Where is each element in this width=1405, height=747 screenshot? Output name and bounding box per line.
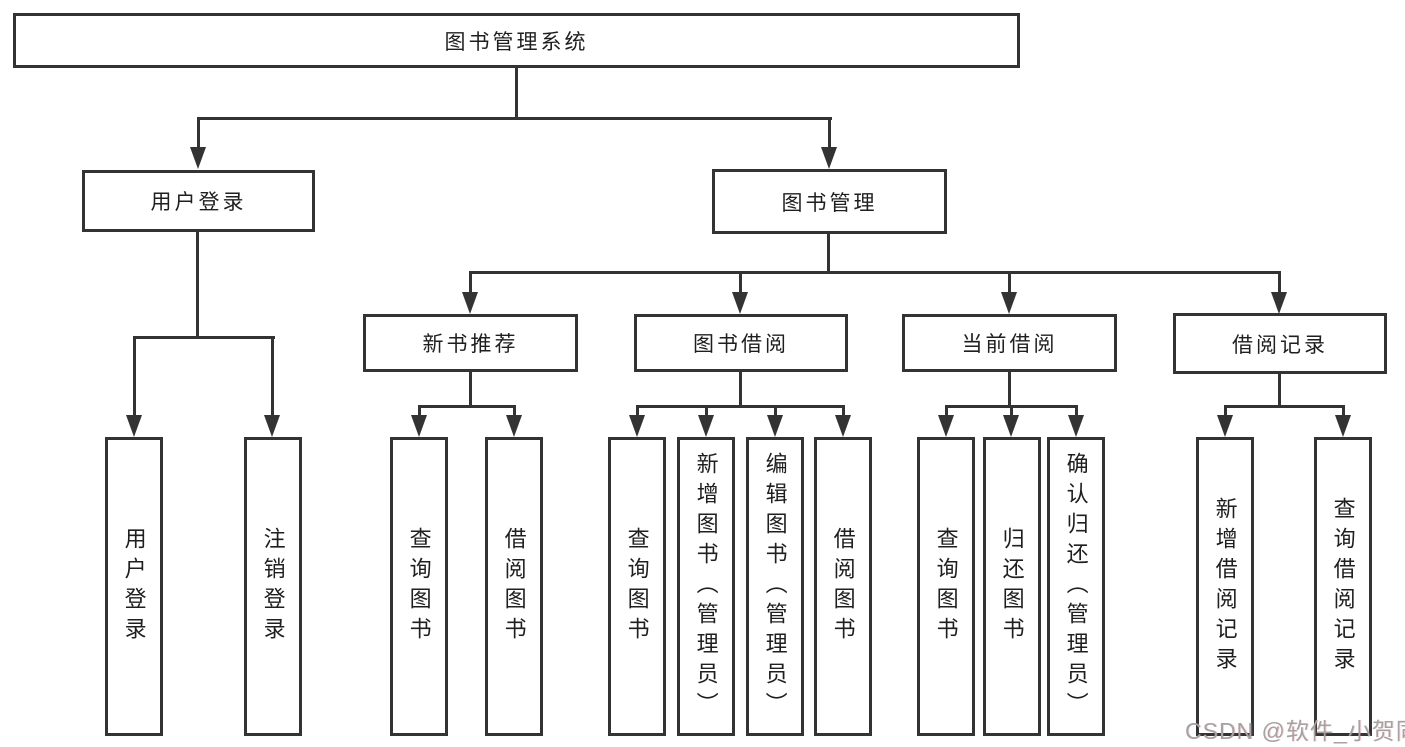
connector-book-borrow-rail xyxy=(636,405,845,408)
leaf-current-confirm-admin-label: 确认归还（管理员） xyxy=(1063,451,1089,722)
connector-drop-br2 xyxy=(1342,405,1345,416)
connector-new-book-stem xyxy=(469,372,472,408)
connector-drop-book-borrow xyxy=(739,271,742,294)
leaf-record-query-label: 查询借阅记录 xyxy=(1330,496,1356,677)
node-book-borrow-label: 图书借阅 xyxy=(693,333,789,356)
connector-drop-nb2 xyxy=(513,405,516,416)
arrow-cb1 xyxy=(938,415,954,437)
leaf-record-add-label: 新增借阅记录 xyxy=(1212,496,1238,677)
leaf-current-return-label: 归还图书 xyxy=(999,526,1025,647)
node-current-borrow-label: 当前借阅 xyxy=(961,333,1058,356)
leaf-borrow-book: 借阅图书 xyxy=(814,437,872,736)
node-root-label: 图书管理系统 xyxy=(444,30,589,54)
node-new-book: 新书推荐 xyxy=(363,314,578,372)
connector-root-rail xyxy=(197,117,832,120)
leaf-newbook-query-label: 查询图书 xyxy=(406,526,432,647)
node-current-borrow: 当前借阅 xyxy=(902,314,1117,372)
arrow-book-mgmt xyxy=(821,147,837,169)
connector-drop-bb1 xyxy=(636,405,639,416)
connector-drop-new-book xyxy=(469,271,472,294)
connector-drop-book-mgmt xyxy=(828,117,831,150)
arrow-new-book xyxy=(462,292,478,314)
leaf-borrow-edit-admin-label: 编辑图书（管理员） xyxy=(762,451,788,722)
connector-book-mgmt-stem xyxy=(827,234,830,274)
leaf-logout: 注销登录 xyxy=(244,437,302,736)
connector-user-login-rail xyxy=(133,336,275,339)
connector-drop-leaf-login xyxy=(133,336,136,416)
arrow-user-login xyxy=(190,147,206,169)
arrow-book-borrow xyxy=(732,292,748,314)
arrow-bb3 xyxy=(767,415,783,437)
arrow-br1 xyxy=(1217,415,1233,437)
connector-drop-current-borrow xyxy=(1008,271,1011,294)
arrow-cb2 xyxy=(1003,415,1019,437)
node-new-book-label: 新书推荐 xyxy=(422,333,519,356)
leaf-borrow-book-label: 借阅图书 xyxy=(830,526,856,647)
arrow-bb2 xyxy=(698,415,714,437)
arrow-bb1 xyxy=(629,415,645,437)
node-borrow-records: 借阅记录 xyxy=(1173,313,1387,374)
connector-drop-user-login xyxy=(197,117,200,150)
node-book-mgmt: 图书管理 xyxy=(712,169,947,234)
connector-drop-leaf-logout xyxy=(271,336,274,416)
connector-book-borrow-stem xyxy=(739,372,742,408)
leaf-newbook-borrow: 借阅图书 xyxy=(485,437,543,736)
connector-root-stem xyxy=(515,68,518,120)
node-book-borrow: 图书借阅 xyxy=(634,314,848,372)
connector-drop-cb3 xyxy=(1075,405,1078,416)
leaf-borrow-add-admin-label: 新增图书（管理员） xyxy=(693,451,719,722)
leaf-borrow-query: 查询图书 xyxy=(608,437,666,736)
leaf-current-query: 查询图书 xyxy=(917,437,975,736)
arrow-bb4 xyxy=(835,415,851,437)
connector-drop-bb2 xyxy=(705,405,708,416)
connector-drop-nb1 xyxy=(418,405,421,416)
node-book-mgmt-label: 图书管理 xyxy=(781,191,878,215)
connector-book-mgmt-rail xyxy=(469,271,1281,274)
arrow-nb1 xyxy=(411,415,427,437)
connector-drop-cb1 xyxy=(945,405,948,416)
leaf-user-login: 用户登录 xyxy=(105,437,163,736)
arrow-nb2 xyxy=(506,415,522,437)
connector-drop-borrow-records xyxy=(1278,271,1281,294)
connector-current-borrow-stem xyxy=(1008,372,1011,408)
connector-user-login-stem xyxy=(196,232,199,339)
arrow-leaf-login xyxy=(126,415,142,437)
leaf-current-confirm-admin: 确认归还（管理员） xyxy=(1047,437,1105,736)
node-user-login: 用户登录 xyxy=(82,170,315,232)
leaf-current-return: 归还图书 xyxy=(983,437,1041,736)
leaf-current-query-label: 查询图书 xyxy=(933,526,959,647)
leaf-record-query: 查询借阅记录 xyxy=(1314,437,1372,736)
node-root: 图书管理系统 xyxy=(13,13,1020,68)
connector-drop-bb3 xyxy=(774,405,777,416)
connector-borrow-records-stem xyxy=(1278,374,1281,408)
leaf-newbook-borrow-label: 借阅图书 xyxy=(501,526,527,647)
connector-drop-cb2 xyxy=(1010,405,1013,416)
node-borrow-records-label: 借阅记录 xyxy=(1232,333,1328,357)
arrow-br2 xyxy=(1335,415,1351,437)
node-user-login-label: 用户登录 xyxy=(150,191,247,214)
connector-new-book-rail xyxy=(418,405,516,408)
leaf-newbook-query: 查询图书 xyxy=(390,437,448,736)
watermark: CSDN @软件_小贺同学 xyxy=(1185,718,1405,744)
leaf-record-add: 新增借阅记录 xyxy=(1196,437,1254,736)
arrow-leaf-logout xyxy=(264,415,280,437)
leaf-borrow-query-label: 查询图书 xyxy=(624,526,650,647)
leaf-logout-label: 注销登录 xyxy=(260,526,286,647)
arrow-borrow-records xyxy=(1271,292,1287,314)
leaf-borrow-add-admin: 新增图书（管理员） xyxy=(677,437,735,736)
arrow-current-borrow xyxy=(1001,292,1017,314)
connector-borrow-records-rail xyxy=(1224,405,1345,408)
connector-drop-br1 xyxy=(1224,405,1227,416)
connector-drop-bb4 xyxy=(842,405,845,416)
leaf-borrow-edit-admin: 编辑图书（管理员） xyxy=(746,437,804,736)
leaf-user-login-label: 用户登录 xyxy=(121,526,147,647)
arrow-cb3 xyxy=(1068,415,1084,437)
